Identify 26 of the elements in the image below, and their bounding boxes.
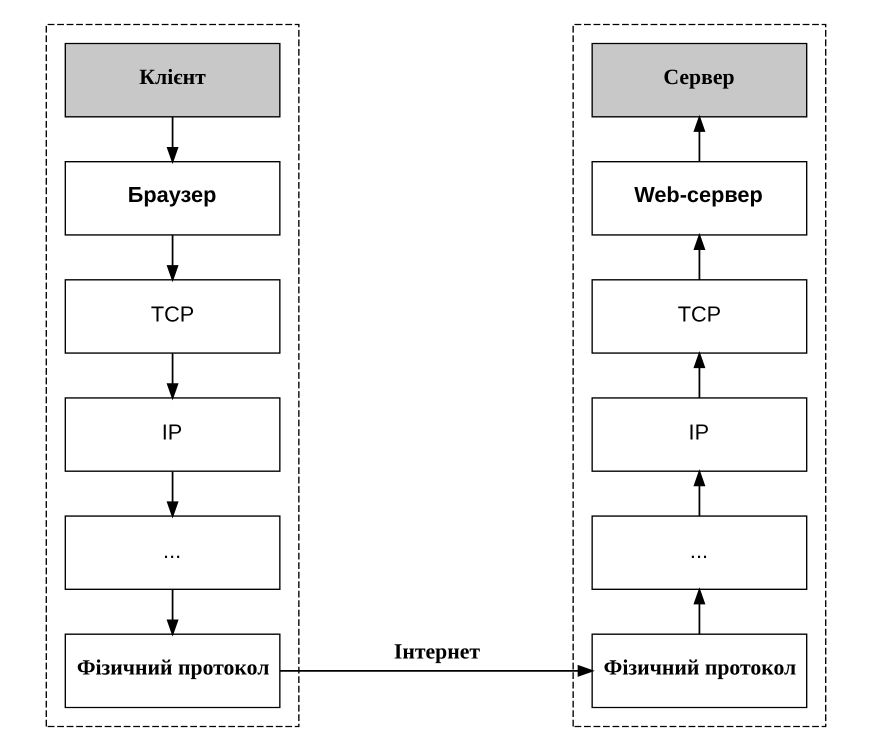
node-box: ...	[590, 515, 807, 590]
node-box: TCP	[64, 279, 280, 354]
node-box: Фізичний протокол	[590, 634, 807, 708]
arrow	[166, 236, 178, 282]
arrow	[280, 664, 594, 677]
node-box: ...	[64, 515, 280, 590]
cluster	[45, 24, 300, 728]
node-box: TCP	[590, 279, 807, 354]
arrow	[166, 117, 178, 164]
arrow	[692, 114, 705, 162]
node-box: Фізичний протокол	[64, 634, 280, 708]
arrow	[166, 354, 178, 400]
arrow	[166, 590, 178, 637]
arrow	[692, 469, 705, 516]
arrow	[692, 351, 705, 398]
arrow	[692, 587, 705, 634]
node-box: Сервер	[590, 42, 807, 118]
edge-label: Інтернет	[393, 639, 480, 664]
arrow	[166, 472, 178, 519]
cluster	[572, 24, 826, 728]
node-box: IP	[64, 397, 280, 472]
arrow	[692, 232, 705, 280]
node-box: IP	[590, 397, 807, 472]
node-box: Клієнт	[64, 42, 280, 118]
node-box: Web-сервер	[590, 160, 807, 236]
node-box: Браузер	[64, 160, 280, 236]
